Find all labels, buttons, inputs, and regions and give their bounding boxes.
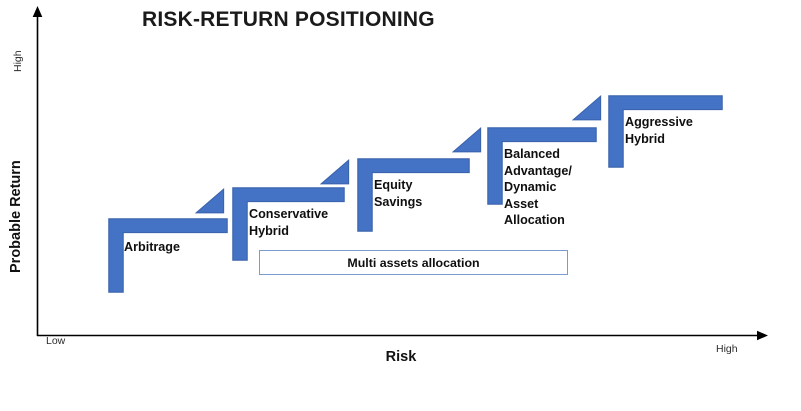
step-conservative-hybrid-label: Conservative Hybrid [249,207,329,238]
step-arbitrage-arrow [108,218,228,293]
step-conservative-hybrid-arrowhead-triangle [320,159,350,185]
step-arbitrage-label: Arbitrage [124,240,180,254]
step-arbitrage-arrowhead-triangle [195,188,225,214]
step-equity-savings-arrowhead-triangle [452,127,482,153]
x-axis-tick-low: Low [46,335,66,347]
step-equity-savings-arrow [357,158,470,232]
multi-assets-allocation-box[interactable]: Multi assets allocation [259,250,568,275]
multi-assets-allocation-label: Multi assets allocation [347,255,480,270]
step-aggressive-hybrid-arrow [608,95,723,168]
y-axis-tick-high: High [12,50,24,72]
step-balanced-advantage-arrow [487,127,597,205]
step-balanced-advantage-arrowhead-triangle [572,95,602,121]
y-axis-title: Probable Return [8,160,24,273]
x-axis-tick-high: High [716,343,738,355]
step-conservative-hybrid-arrow [232,187,345,261]
chart-title: RISK-RETURN POSITIONING [142,8,435,31]
step-aggressive-hybrid-label: Aggressive Hybrid [625,115,693,146]
x-axis-title: Risk [385,349,417,365]
y-axis-arrowhead [32,6,43,17]
x-axis-arrowhead [757,330,768,341]
step-balanced-advantage-label: Balanced Advantage/ Dynamic Asset Alloca… [504,147,572,228]
step-equity-savings-label: Equity Savings [374,178,423,209]
